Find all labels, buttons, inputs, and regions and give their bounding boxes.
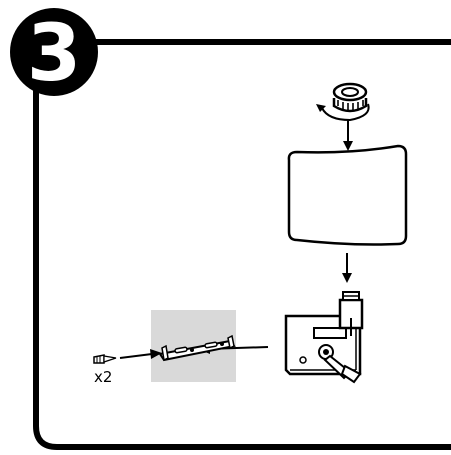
rotate-arrow-icon xyxy=(316,103,370,122)
right-arrow-icon xyxy=(119,349,162,359)
mounting-bracket-icon xyxy=(158,334,236,362)
step-number-badge: 3 xyxy=(10,8,98,99)
lamp-socket-icon xyxy=(313,291,364,339)
step-frame xyxy=(33,39,451,450)
down-arrow-icon xyxy=(343,120,353,151)
step-number: 3 xyxy=(27,9,81,99)
screw-icon xyxy=(93,354,117,364)
lamp-shade-icon xyxy=(287,144,408,246)
down-arrow-icon xyxy=(342,253,352,283)
reading-light-icon xyxy=(318,344,362,384)
ring-nut-icon xyxy=(332,82,368,113)
screw-quantity-label: x2 xyxy=(94,368,112,386)
